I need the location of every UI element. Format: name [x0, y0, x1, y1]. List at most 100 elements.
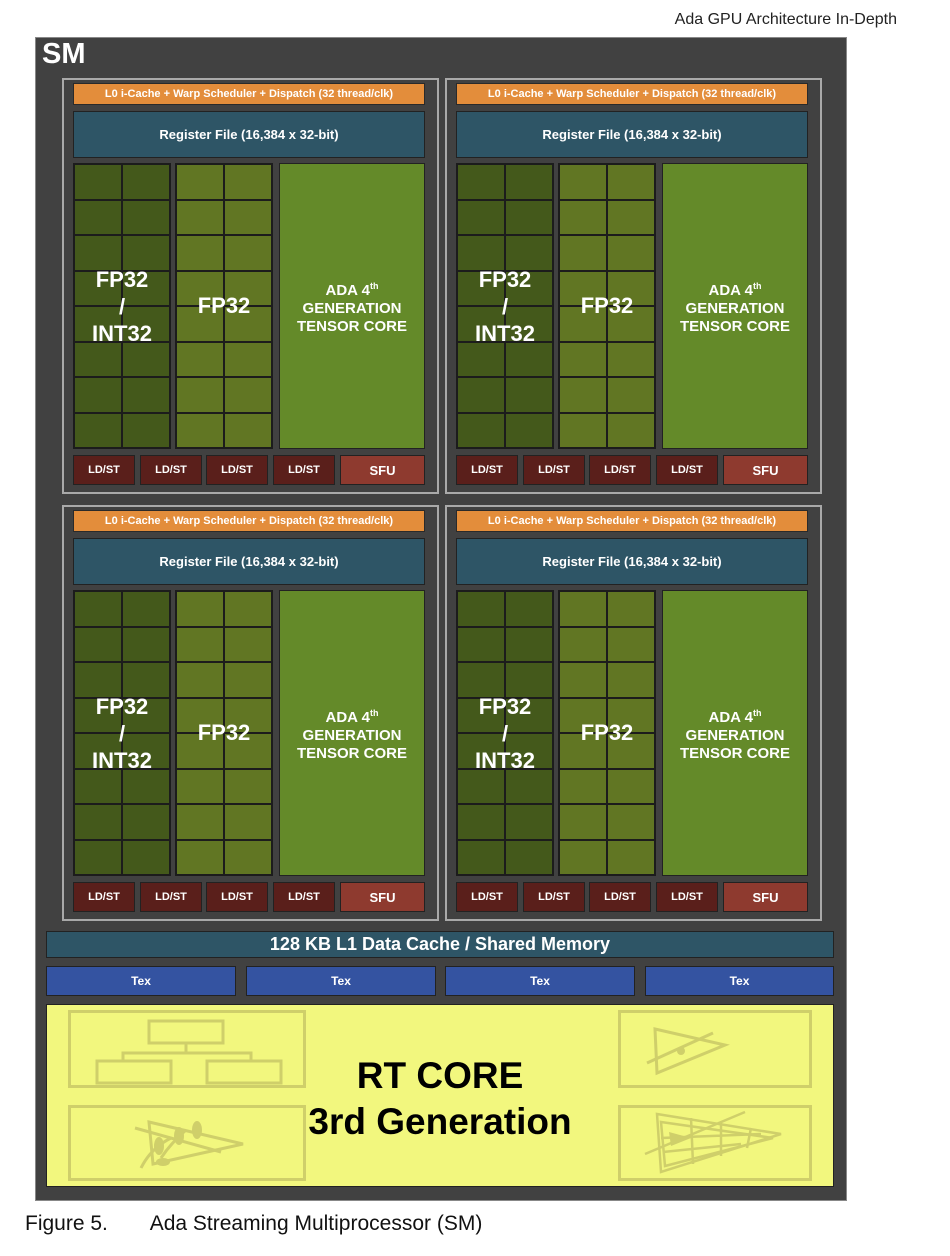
core-cell	[224, 235, 272, 271]
core-cell	[457, 626, 505, 662]
core-cell	[559, 306, 607, 342]
figure-caption: Figure 5. Ada Streaming Multiprocessor (…	[25, 1212, 482, 1236]
core-cell	[122, 306, 170, 342]
tensor-gen-text: ADA 4	[325, 281, 370, 299]
core-cell	[122, 839, 170, 875]
core-cell	[176, 341, 224, 377]
core-cell	[176, 839, 224, 875]
core-cell	[607, 199, 655, 235]
tex-unit: Tex	[445, 966, 635, 996]
core-cell	[505, 839, 553, 875]
tensor-line3: TENSOR CORE	[679, 317, 790, 335]
ld-st-unit: LD/ST	[73, 882, 135, 912]
core-cell	[559, 235, 607, 271]
core-cell	[607, 235, 655, 271]
core-cell	[559, 270, 607, 306]
core-cell	[176, 235, 224, 271]
core-cell	[224, 626, 272, 662]
rt-core-label: RT CORE 3rd Generation	[47, 1053, 833, 1145]
core-cell	[607, 377, 655, 413]
register-file: Register File (16,384 x 32-bit)	[456, 111, 808, 158]
core-cell	[457, 768, 505, 804]
slash-text: /	[118, 293, 126, 319]
tensor-line2: GENERATION	[302, 299, 402, 317]
fp32-text: FP32	[95, 693, 149, 719]
processing-block	[62, 505, 439, 921]
core-cell	[457, 804, 505, 840]
fp32-units	[175, 163, 273, 449]
fp32-int32-label: FP32 / INT32	[73, 163, 171, 449]
core-cell	[122, 235, 170, 271]
core-cell	[122, 591, 170, 627]
core-cell	[224, 412, 272, 448]
register-file: Register File (16,384 x 32-bit)	[73, 111, 425, 158]
tex-unit: Tex	[46, 966, 236, 996]
core-cell	[607, 164, 655, 200]
core-cell	[74, 341, 122, 377]
figure-label: Figure 5.	[25, 1212, 108, 1235]
fp32-label: FP32	[197, 293, 251, 318]
core-cell	[122, 697, 170, 733]
core-cell	[74, 270, 122, 306]
tensor-line1: ADA 4th	[326, 277, 379, 300]
core-cell	[607, 804, 655, 840]
rt-core: RT CORE 3rd Generation	[46, 1004, 834, 1187]
core-cell	[559, 662, 607, 698]
core-cell	[505, 662, 553, 698]
alpha-leaf-triangle-icon	[68, 1105, 306, 1181]
core-cell	[505, 270, 553, 306]
core-cell	[505, 377, 553, 413]
core-cell	[224, 804, 272, 840]
fp32-text: FP32	[95, 266, 149, 292]
core-cell	[559, 804, 607, 840]
tensor-sup: th	[369, 707, 379, 718]
core-cell	[122, 804, 170, 840]
register-file: Register File (16,384 x 32-bit)	[456, 538, 808, 585]
int32-text: INT32	[475, 320, 535, 346]
tensor-core: ADA 4th GENERATION TENSOR CORE	[279, 590, 425, 876]
core-cell	[122, 270, 170, 306]
slash-text: /	[118, 720, 126, 746]
core-cell	[74, 377, 122, 413]
tensor-core: ADA 4th GENERATION TENSOR CORE	[279, 163, 425, 449]
int32-text: INT32	[92, 747, 152, 773]
core-cell	[176, 199, 224, 235]
core-cell	[457, 697, 505, 733]
core-cell	[176, 768, 224, 804]
core-cell	[74, 697, 122, 733]
core-cell	[457, 164, 505, 200]
core-cell	[74, 199, 122, 235]
tensor-core: ADA 4th GENERATION TENSOR CORE	[662, 163, 808, 449]
rt-core-title: RT CORE	[356, 1055, 524, 1096]
tensor-line1: ADA 4th	[709, 277, 762, 300]
ld-st-unit: LD/ST	[140, 455, 202, 485]
core-cell	[559, 377, 607, 413]
core-cell	[457, 199, 505, 235]
core-cell	[607, 697, 655, 733]
ld-st-unit: LD/ST	[656, 882, 718, 912]
core-cell	[122, 768, 170, 804]
tensor-line2: GENERATION	[685, 299, 785, 317]
fp32-label: FP32	[580, 720, 634, 745]
core-cell	[176, 733, 224, 769]
fp32-label: FP32	[580, 293, 634, 318]
core-cell	[224, 591, 272, 627]
core-cell	[457, 662, 505, 698]
bvh-tree-icon	[68, 1010, 306, 1088]
core-cell	[224, 306, 272, 342]
core-cell	[457, 839, 505, 875]
core-cell	[505, 341, 553, 377]
tensor-line2: GENERATION	[685, 726, 785, 744]
core-cell	[74, 804, 122, 840]
int32-text: INT32	[92, 320, 152, 346]
fp32-units	[558, 163, 656, 449]
tensor-gen-text: ADA 4	[325, 708, 370, 726]
processing-block	[445, 505, 822, 921]
warp-scheduler: L0 i-Cache + Warp Scheduler + Dispatch (…	[456, 83, 808, 105]
core-cell	[559, 341, 607, 377]
warp-scheduler: L0 i-Cache + Warp Scheduler + Dispatch (…	[73, 83, 425, 105]
core-cell	[607, 839, 655, 875]
core-cell	[457, 377, 505, 413]
core-cell	[176, 306, 224, 342]
fp32-int32-units	[73, 163, 171, 449]
